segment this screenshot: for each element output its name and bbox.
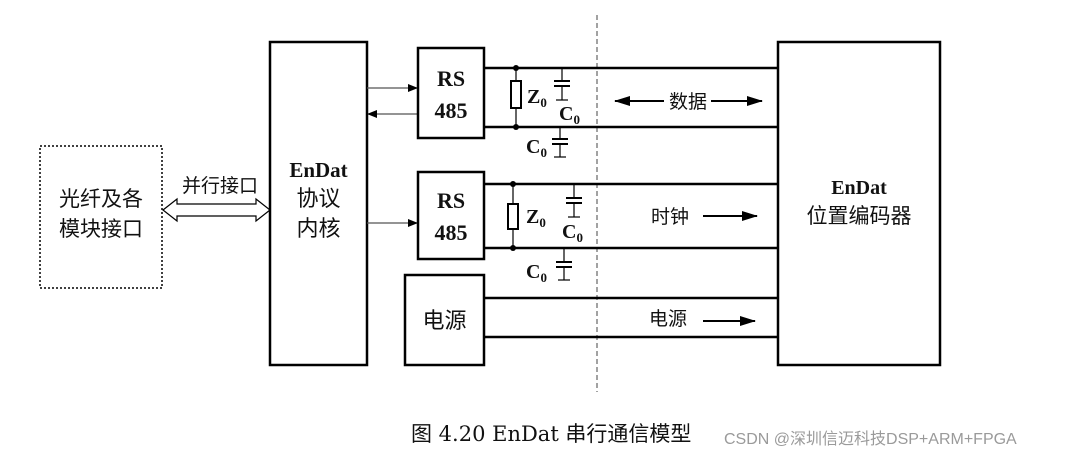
data-line-pair: Z0 C0 C0 数据 [484,65,778,160]
encoder-box: EnDat 位置编码器 [776,40,942,367]
rs485-2-label-line1: RS [437,188,465,213]
rs485-transceiver-2: RS 485 [416,170,486,261]
power-line-pair: 电源 [484,296,778,339]
capacitor-icon [556,248,572,281]
parallel-interface-label: 并行接口 [182,175,258,197]
power-signal-label: 电源 [649,308,687,330]
parallel-interface-arrow: 并行接口 [162,175,271,223]
encoder-title: EnDat [831,177,887,199]
capacitor-icon [566,184,582,218]
watermark: CSDN @深圳信迈科技DSP+ARM+FPGA [724,430,1017,448]
data-signal-label: 数据 [669,91,707,113]
fiber-module-label-line1: 光纤及各 [59,187,143,211]
capacitor-label: C0 [526,136,547,160]
capacitor-label: C0 [559,103,580,127]
power-supply-box: 电源 [403,273,486,367]
termination-resistor-icon [507,203,519,230]
encoder-label: 位置编码器 [807,204,912,228]
figure-caption: 图 4.20 EnDat 串行通信模型 [411,422,691,446]
capacitor-label: C0 [526,261,547,285]
capacitor-icon [552,127,568,158]
resistor-label: Z0 [527,86,547,110]
rs485-1-label-line1: RS [437,66,465,91]
rs485-1-label-line2: 485 [435,98,468,123]
resistor-label: Z0 [526,206,546,230]
endat-core-box: EnDat 协议 内核 [268,40,369,367]
endat-core-label-line1: 协议 [296,187,340,212]
clock-line-pair: Z0 C0 C0 时钟 [484,181,778,285]
endat-core-title: EnDat [289,158,347,182]
power-supply-label: 电源 [422,309,466,334]
rs485-transceiver-1: RS 485 [416,46,486,140]
rs485-2-label-line2: 485 [435,220,468,245]
termination-resistor-icon [510,80,522,109]
endat-core-label-line2: 内核 [296,217,340,242]
clock-signal-label: 时钟 [651,206,689,228]
capacitor-label: C0 [562,221,583,245]
capacitor-icon [554,68,570,101]
fiber-module-label-line2: 模块接口 [59,217,143,241]
fiber-module-box: 光纤及各 模块接口 [39,145,163,289]
